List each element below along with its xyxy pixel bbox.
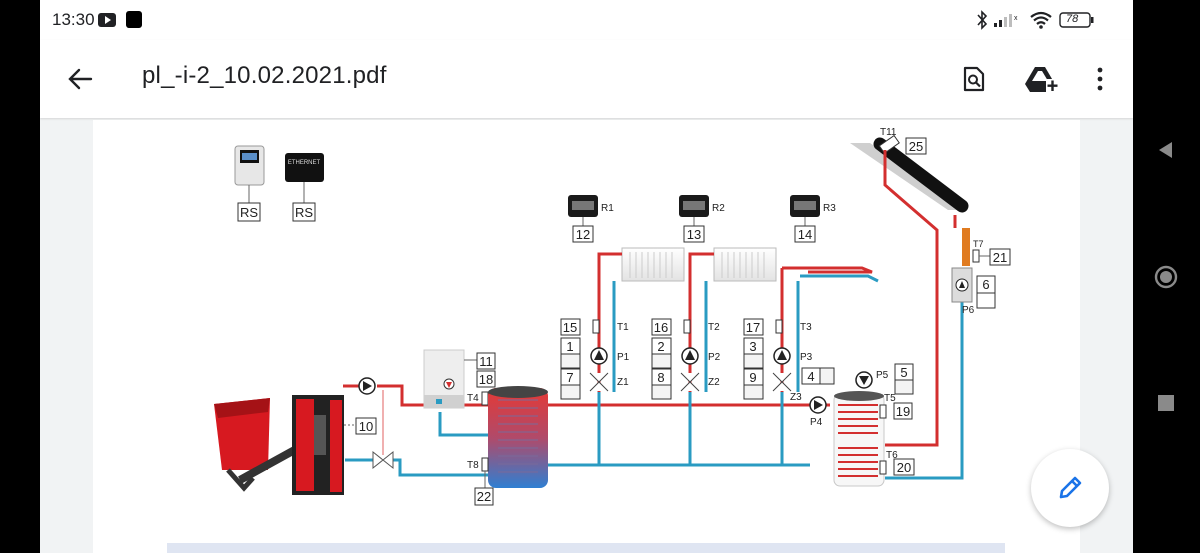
- back-button[interactable]: [60, 59, 100, 99]
- t5-tag: T5: [884, 393, 896, 404]
- t6-tag: T6: [886, 450, 898, 461]
- nav-recents-button[interactable]: [1146, 383, 1186, 423]
- circuit-1-sensor-number: 15: [563, 320, 577, 335]
- controller-unit: [423, 349, 465, 409]
- circuit-2-valve-tag: Z2: [708, 377, 720, 388]
- controller-number-1: 11: [479, 354, 493, 369]
- circuit-1-valve-number: 7: [566, 370, 573, 385]
- circuit-1-sensor-tag: T1: [617, 322, 629, 333]
- rs-label-1: RS: [240, 205, 258, 220]
- battery-level: 78: [1066, 13, 1079, 25]
- arrow-back-icon: [68, 68, 93, 90]
- device-screen: 13:30 x 78 pl_-i-2_10.02.2021.pdf: [40, 0, 1133, 553]
- next-pdf-page: [167, 543, 1005, 553]
- p5-tag: P5: [876, 370, 889, 381]
- buffer-tank: [488, 386, 548, 488]
- ethernet-module: ETHERNET: [285, 153, 324, 182]
- room-unit-r3-number: 14: [798, 227, 812, 242]
- circuit-3: 17 T3 3 P3 9 Z3: [743, 318, 813, 403]
- rs-room-panel: [234, 145, 265, 186]
- svg-text:x: x: [1014, 15, 1018, 22]
- circuit-2: 16 T2 2 P2 8 Z2: [651, 318, 721, 400]
- drive-add-icon: [1025, 67, 1059, 92]
- t8-number: 22: [477, 489, 491, 504]
- room-unit-r2: R2 13: [679, 195, 725, 243]
- pellet-boiler: [214, 395, 344, 495]
- p4-number: 4: [807, 369, 814, 384]
- circuit-3-sensor-number: 17: [746, 320, 760, 335]
- circuit-2-pump-tag: P2: [708, 352, 721, 363]
- circuit-2-valve-number: 8: [657, 370, 664, 385]
- status-bar: 13:30 x 78: [40, 0, 1133, 40]
- solar-sensor-number: 25: [909, 139, 923, 154]
- boiler-mixing-valve: [372, 450, 394, 470]
- circuit-3-valve-number: 9: [749, 370, 756, 385]
- wifi-icon: [1029, 11, 1053, 34]
- room-unit-r1-tag: R1: [601, 203, 614, 214]
- nav-back-button[interactable]: [1146, 130, 1186, 170]
- circuit-3-sensor-tag: T3: [800, 322, 812, 333]
- solar-sensor-tag: T11: [880, 127, 897, 138]
- nav-home-button[interactable]: [1146, 257, 1186, 297]
- room-unit-r3-tag: R3: [823, 203, 836, 214]
- pencil-icon: [1059, 476, 1082, 499]
- notification-icon: [126, 11, 142, 33]
- youtube-icon: [98, 12, 116, 33]
- room-unit-r3: R3 14: [790, 195, 836, 243]
- ethernet-label: ETHERNET: [288, 160, 321, 166]
- underfloor-heating: [782, 266, 879, 283]
- circuit-2-sensor-number: 16: [654, 320, 668, 335]
- circuit-1: 15 T1 1 P1 7 Z1: [560, 318, 630, 400]
- controller-number-2: 18: [479, 372, 493, 387]
- signal-icon: x: [994, 12, 1020, 33]
- heating-schematic: RS ETHERNET RS R1 12 R2: [214, 127, 1011, 506]
- more-options-button[interactable]: [1080, 59, 1120, 99]
- nav-home-icon: [1154, 265, 1178, 289]
- navigation-bar: [1133, 0, 1200, 553]
- circuit-1-pump-tag: P1: [617, 352, 630, 363]
- pump-p6-number: 6: [982, 277, 989, 292]
- t7-tag: T7: [973, 239, 984, 249]
- status-time: 13:30: [52, 10, 95, 29]
- t5-number: 19: [896, 404, 910, 419]
- circuit-3-pump-tag: P3: [800, 352, 813, 363]
- circuit-3-valve-tag: Z3: [790, 392, 802, 403]
- room-unit-r2-tag: R2: [712, 203, 725, 214]
- add-to-drive-button[interactable]: [1022, 59, 1062, 99]
- p4-tag: P4: [810, 417, 823, 428]
- circuit-2-pump-number: 2: [657, 339, 664, 354]
- solar-collector: [850, 134, 969, 213]
- bluetooth-icon: [976, 10, 988, 35]
- rs-label-2: RS: [295, 205, 313, 220]
- more-vert-icon: [1097, 67, 1103, 91]
- document-title: pl_-i-2_10.02.2021.pdf: [142, 62, 387, 89]
- battery-icon: [1059, 11, 1095, 34]
- radiator-2: [713, 247, 777, 282]
- radiator-1: [621, 247, 685, 282]
- app-bar: pl_-i-2_10.02.2021.pdf: [40, 40, 1133, 118]
- circuit-1-pump-number: 1: [566, 339, 573, 354]
- t7-number: 21: [993, 250, 1007, 265]
- nav-back-icon: [1159, 142, 1172, 158]
- find-in-page-icon: [963, 66, 985, 92]
- t4-tag: T4: [467, 393, 479, 404]
- p5-number: 5: [900, 365, 907, 380]
- boiler-number: 10: [359, 419, 373, 434]
- room-unit-r1: R1 12: [568, 195, 614, 243]
- circuit-1-valve-tag: Z1: [617, 377, 629, 388]
- t8-tag: T8: [467, 460, 479, 471]
- nav-recents-icon: [1158, 395, 1174, 411]
- t6-number: 20: [897, 460, 911, 475]
- circuit-3-pump-number: 3: [749, 339, 756, 354]
- pump-p6-tag: P6: [962, 305, 975, 316]
- dhw-tank: [833, 391, 885, 487]
- room-unit-r1-number: 12: [576, 227, 590, 242]
- search-document-button[interactable]: [954, 59, 994, 99]
- edit-button[interactable]: [1031, 449, 1109, 527]
- pdf-page[interactable]: RS ETHERNET RS R1 12 R2: [93, 120, 1080, 553]
- circuit-2-sensor-tag: T2: [708, 322, 720, 333]
- room-unit-r2-number: 13: [687, 227, 701, 242]
